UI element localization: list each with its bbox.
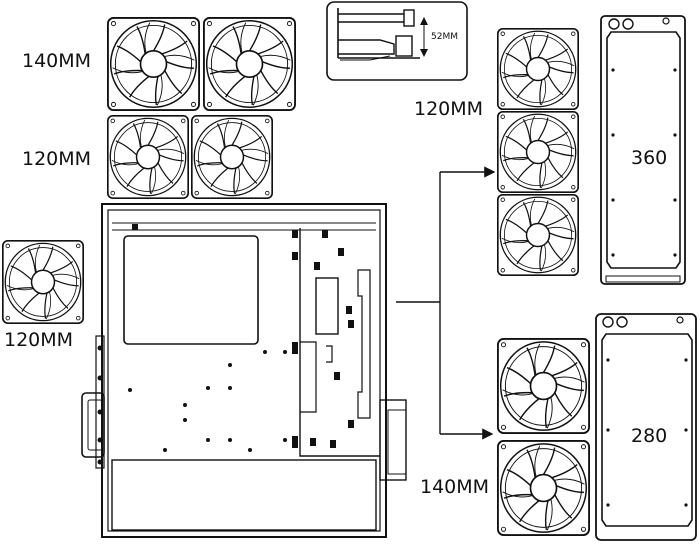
case-details [97, 224, 354, 465]
label-clearance: 52MM [431, 32, 458, 42]
fan-140mm-stack-2 [496, 439, 591, 536]
fan-140mm-top-left [106, 17, 201, 112]
arrow-to-280 [439, 302, 494, 440]
fan-120mm-right [190, 114, 274, 200]
clearance-inset [326, 1, 468, 81]
fan-120mm-stack-1 [497, 27, 579, 111]
label-radiator-280: 280 [631, 425, 668, 447]
label-120mm-side: 120MM [4, 329, 74, 351]
fan-140mm-top-right [202, 17, 297, 112]
label-140mm-top: 140MM [22, 50, 92, 72]
fan-140mm-stack-1 [496, 337, 591, 435]
label-120mm-right: 120MM [414, 98, 484, 120]
label-140mm-right: 140MM [420, 476, 490, 498]
fan-120mm-side [1, 239, 85, 325]
arrow-to-360 [396, 166, 496, 303]
label-radiator-360: 360 [631, 147, 668, 169]
pc-case [81, 203, 407, 538]
radiator-360 [600, 15, 686, 285]
fan-120mm-stack-3 [497, 194, 579, 276]
fan-120mm-left [106, 114, 190, 200]
label-120mm-top: 120MM [22, 148, 92, 170]
radiator-280 [595, 313, 697, 541]
fan-120mm-stack-2 [497, 110, 579, 193]
